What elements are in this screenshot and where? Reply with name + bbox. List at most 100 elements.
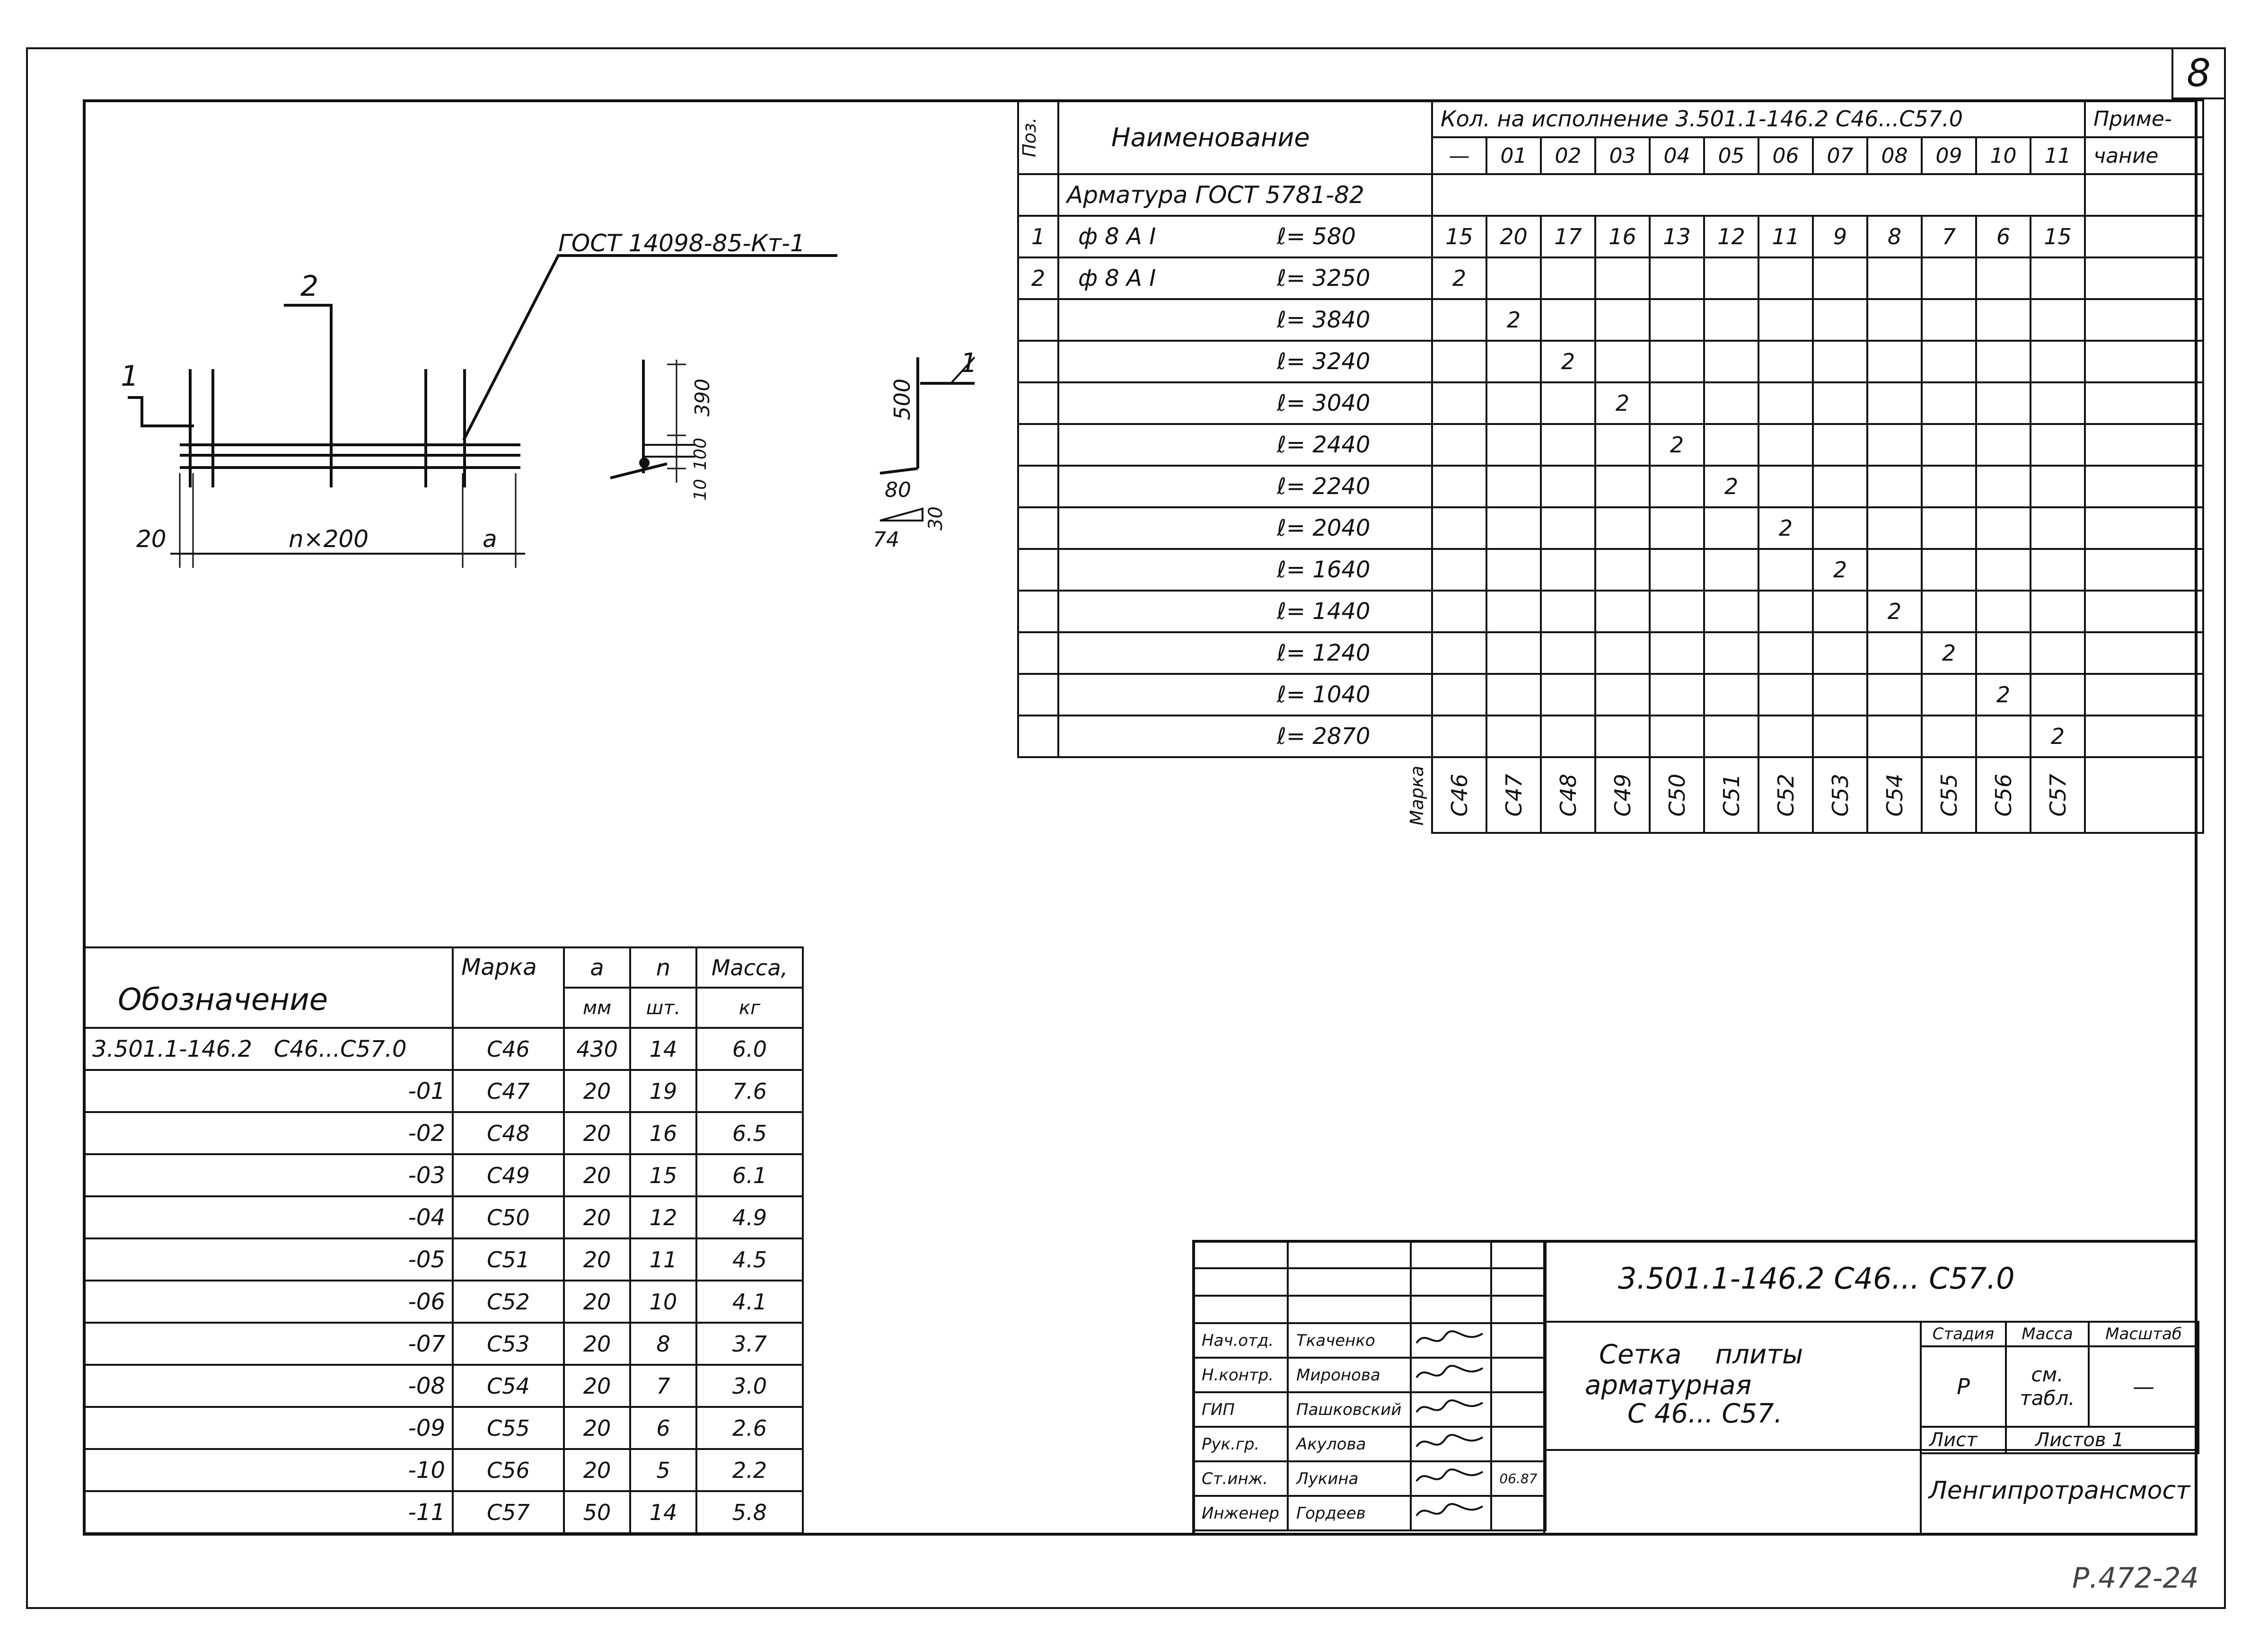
- signature-cell: [1490, 1495, 1547, 1531]
- designation-mark: С48: [452, 1111, 565, 1155]
- spec-mark-cell: С55: [1921, 756, 1977, 834]
- spec-variant-header: 07: [1812, 136, 1868, 175]
- spec-qty-cell: [1975, 423, 2031, 467]
- spec-qty-cell: [1486, 673, 1542, 716]
- spec-qty-cell: [1594, 715, 1651, 758]
- spec-mark-cell: С57: [2029, 756, 2086, 834]
- signature-person: Миронова: [1287, 1357, 1412, 1393]
- spec-qty-cell: [1540, 465, 1596, 508]
- designation-mark: С54: [452, 1364, 565, 1408]
- spec-qty-cell: 13: [1649, 215, 1705, 258]
- spec-pos: [1017, 715, 1059, 758]
- spec-pos: 2: [1017, 256, 1059, 300]
- handwritten-signature: [1415, 1503, 1484, 1517]
- spec-qty-cell: [1703, 715, 1759, 758]
- spec-qty-cell: [1758, 631, 1814, 675]
- spec-bar-length: ℓ= 2440: [1277, 432, 1371, 458]
- spec-qty-cell: [2029, 631, 2086, 675]
- weld-note: ГОСТ 14098-85-Кт-1: [558, 230, 805, 257]
- spec-pos: [1017, 548, 1059, 592]
- signature-cell: [1287, 1240, 1412, 1269]
- signature-mark: [1410, 1495, 1492, 1531]
- designation-a: 20: [563, 1406, 631, 1450]
- spec-bar-length: ℓ= 1040: [1277, 681, 1371, 708]
- dim-10: 10: [691, 479, 710, 501]
- spec-pos: 1: [1017, 215, 1059, 258]
- stage-table: Стадия Масса Масштаб Р см. табл. — Лист …: [1920, 1321, 2199, 1454]
- spec-bar-length: ℓ= 580: [1277, 223, 1356, 250]
- spec-mark: С51: [1718, 773, 1744, 817]
- designation-table: Обозначение Марка а n Масса, мм шт. кг 3…: [83, 946, 804, 1534]
- spec-variant-header: 02: [1540, 136, 1596, 175]
- spec-name-cell: ℓ= 3240: [1057, 340, 1433, 383]
- spec-mark: С47: [1501, 773, 1527, 817]
- spec-bar-length: ℓ= 3840: [1277, 307, 1371, 333]
- mass-label: Масса: [2005, 1321, 2090, 1347]
- spec-qty-cell: [1812, 340, 1868, 383]
- spec-qty-cell: [1812, 506, 1868, 550]
- designation-mass: 5.8: [695, 1490, 804, 1534]
- mass-value: см. табл.: [2005, 1345, 2090, 1428]
- spec-variant-header: 11: [2029, 136, 2086, 175]
- signature-row: [1192, 1295, 1547, 1324]
- handwritten-signature: [1415, 1434, 1484, 1448]
- signature-cell: [1490, 1240, 1547, 1269]
- spec-qty-cell: [1921, 715, 1977, 758]
- spec-mark: С49: [1609, 773, 1635, 817]
- spec-variant-header: 06: [1758, 136, 1814, 175]
- spec-qty-cell: 20: [1486, 215, 1542, 258]
- spec-qty-cell: [1594, 673, 1651, 716]
- spec-qty-cell: [1486, 506, 1542, 550]
- spec-qty-cell: [1431, 673, 1487, 716]
- designation-code: -06: [83, 1280, 454, 1324]
- spec-note-cell: [2084, 423, 2205, 467]
- designation-a: 20: [563, 1237, 631, 1281]
- designation-mass: 3.7: [695, 1322, 804, 1366]
- spec-mark: С55: [1936, 773, 1962, 817]
- spec-bar-length: ℓ= 3250: [1277, 265, 1371, 292]
- spec-name-cell: ℓ= 3040: [1057, 381, 1433, 425]
- signature-cell: [1410, 1240, 1492, 1269]
- spec-qty-cell: 2: [1758, 506, 1814, 550]
- spec-qty-cell: [1975, 256, 2031, 300]
- spec-pos: [1017, 506, 1059, 550]
- spec-qty-cell: [1486, 256, 1542, 300]
- spec-qty-cell: [1703, 590, 1759, 633]
- spec-qty-cell: [1649, 381, 1705, 425]
- footer-code: Р.472-24: [2072, 1562, 2199, 1595]
- designation-code: -11: [83, 1490, 454, 1534]
- spec-name-cell: ф 8 А I ℓ= 3250: [1057, 256, 1433, 300]
- designation-mass: 4.5: [695, 1237, 804, 1281]
- spec-qty-cell: [1758, 590, 1814, 633]
- des-header-n-unit: шт.: [629, 987, 697, 1029]
- spec-qty-cell: [2029, 673, 2086, 716]
- spec-qty-cell: [1975, 548, 2031, 592]
- designation-n: 8: [629, 1322, 697, 1366]
- spec-variant-header: 08: [1866, 136, 1923, 175]
- spec-qty-cell: [1431, 381, 1487, 425]
- signature-cell: [1287, 1267, 1412, 1297]
- spec-qty-cell: [2029, 465, 2086, 508]
- spec-qty-cell: [1431, 715, 1487, 758]
- spec-bar-name: ф 8 А I: [1078, 265, 1156, 292]
- signature-cell: [1410, 1295, 1492, 1324]
- spec-header-pos: Поз.: [1017, 99, 1059, 175]
- designation-a: 50: [563, 1490, 631, 1534]
- spec-qty-cell: [1975, 715, 2031, 758]
- designation-code: -09: [83, 1406, 454, 1450]
- spec-qty-cell: [1431, 340, 1487, 383]
- designation-code: -07: [83, 1322, 454, 1366]
- spec-qty-cell: [1594, 465, 1651, 508]
- signature-mark: [1410, 1391, 1492, 1428]
- spec-qty-cell: [1649, 298, 1705, 342]
- spec-name-cell: ℓ= 2440: [1057, 423, 1433, 467]
- spec-qty-cell: [1758, 715, 1814, 758]
